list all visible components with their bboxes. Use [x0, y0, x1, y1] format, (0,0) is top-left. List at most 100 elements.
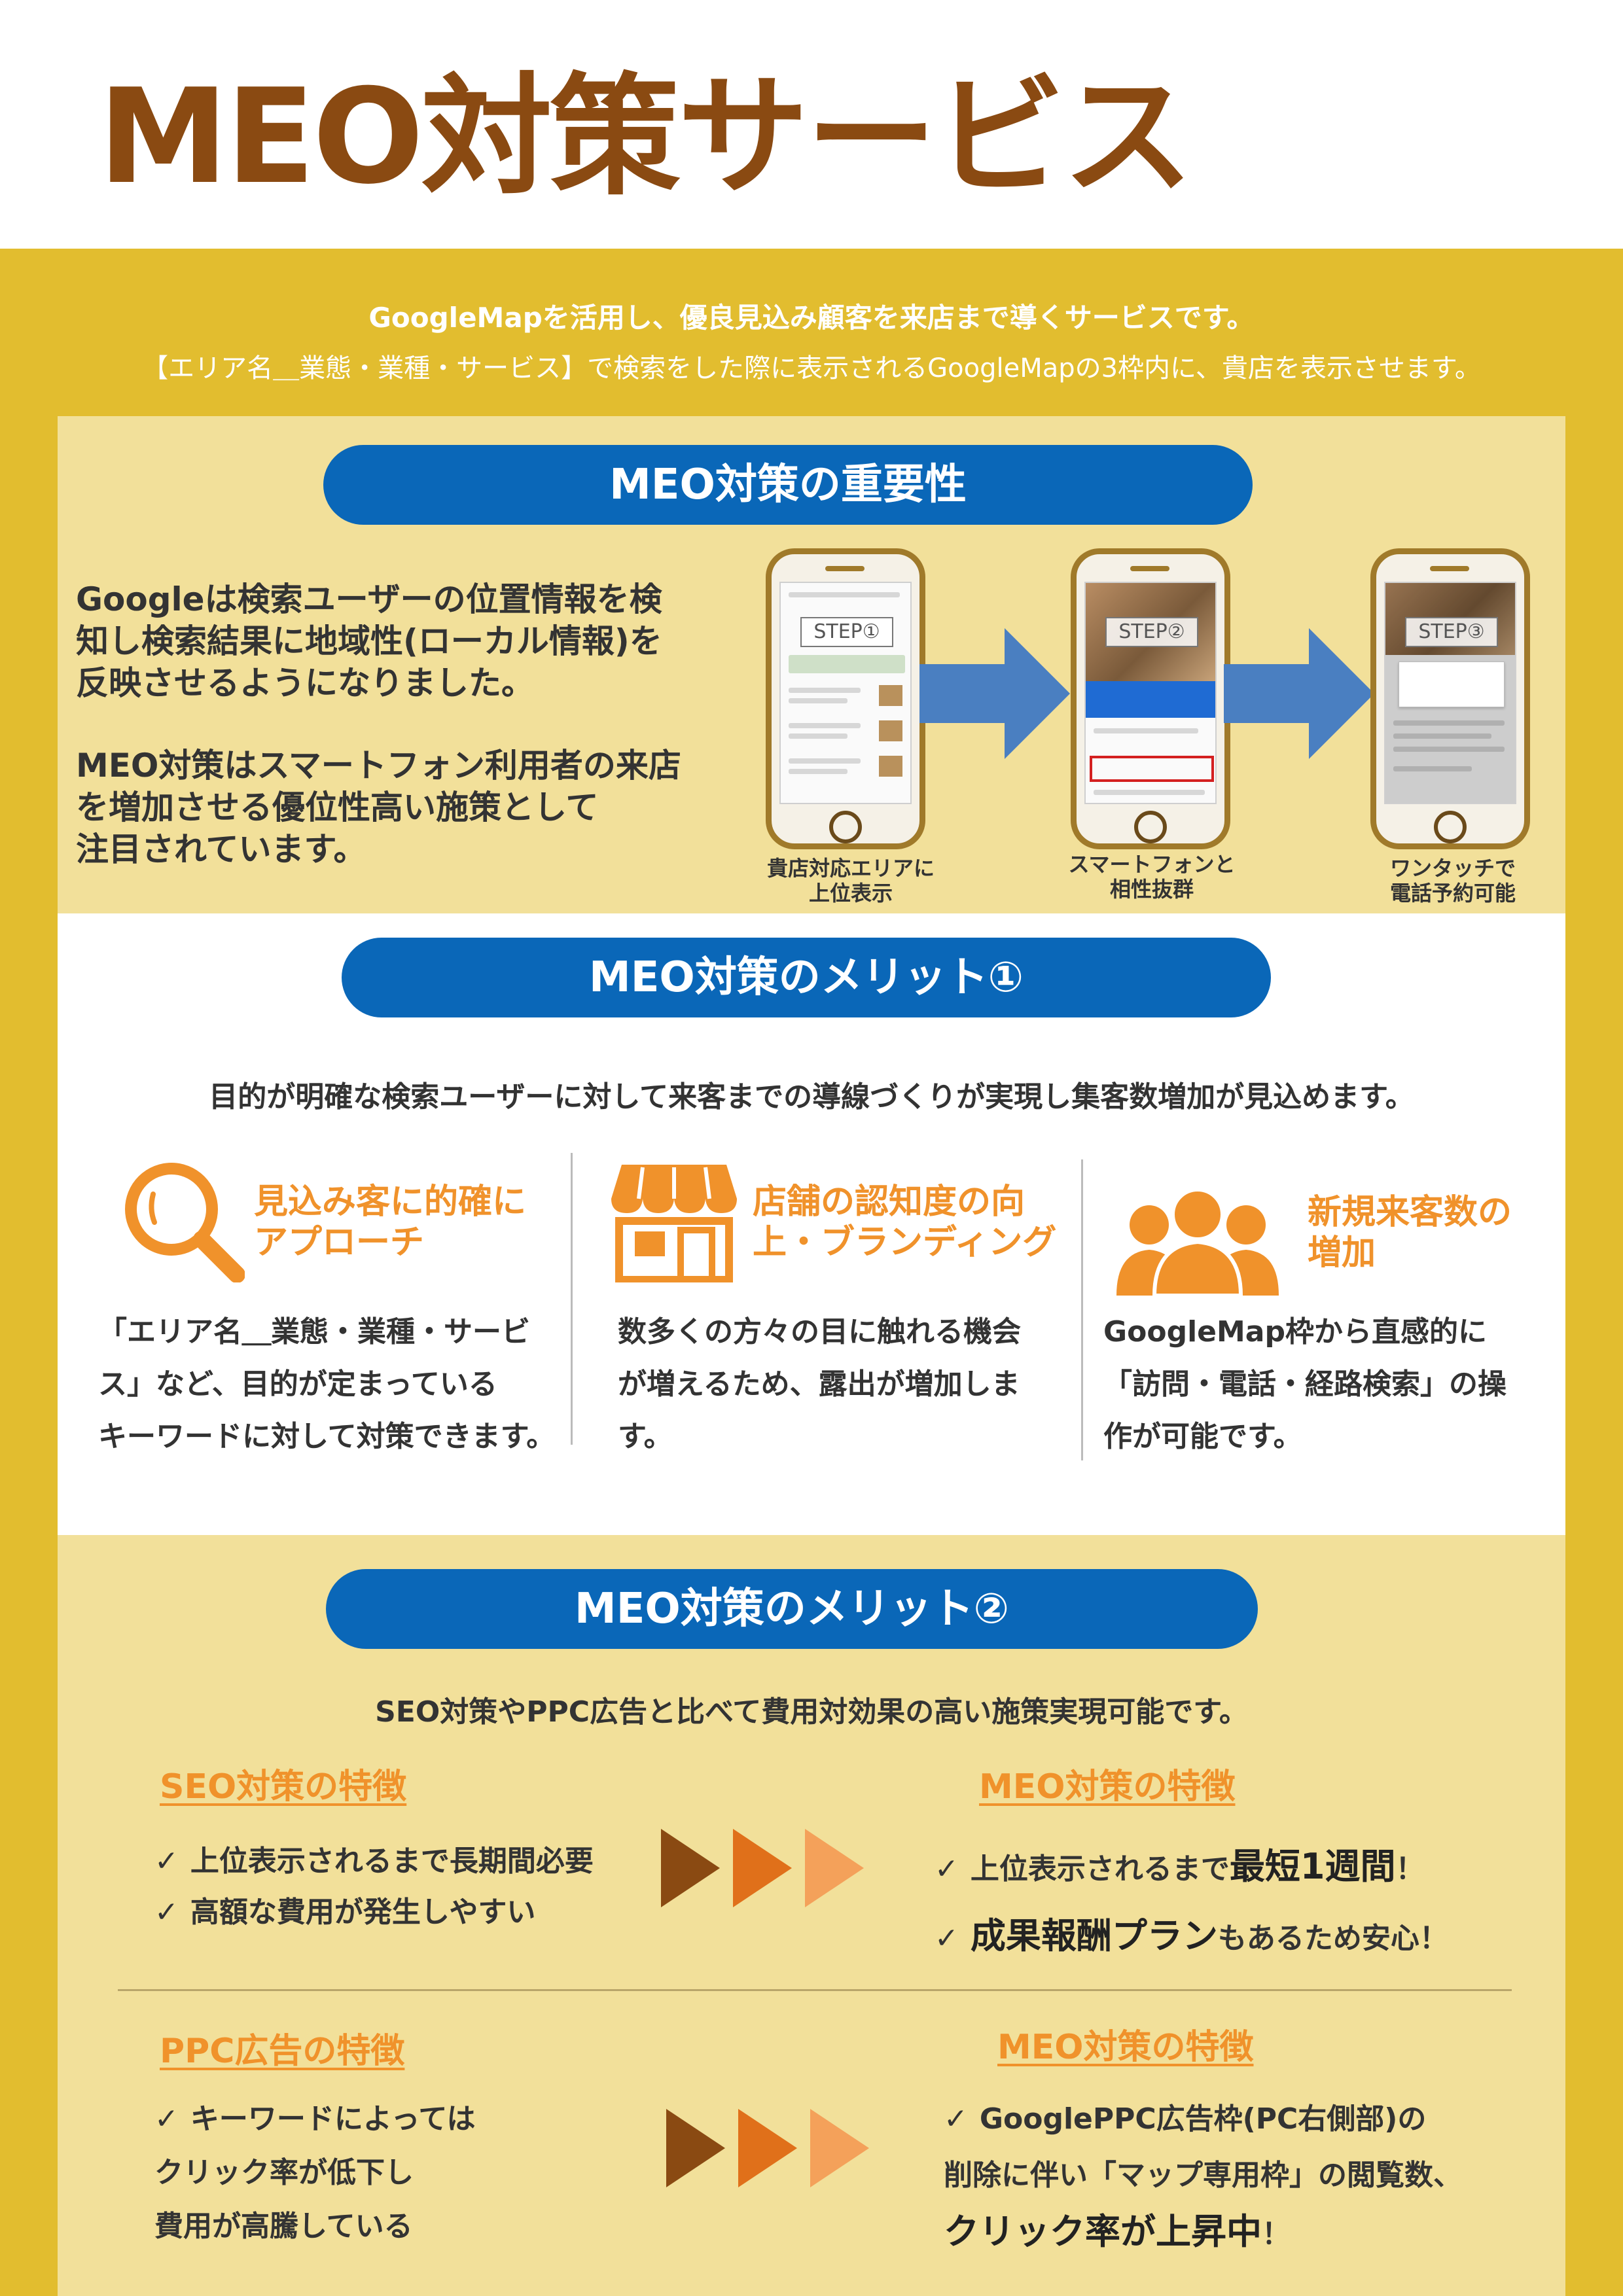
title-line: 増加 [1308, 1233, 1376, 1273]
seo-features-title: SEO対策の特徴 [160, 1767, 407, 1807]
list-item: ✓成果報酬プランもあるため安心！ [935, 1903, 1448, 1972]
phone-step-3: STEP③ [1370, 548, 1530, 849]
merit1-item-1-title: 見込み客に的確に アプローチ [254, 1182, 526, 1263]
step-1-caption: 貴店対応エリアに 上位表示 [746, 856, 955, 906]
title-line: 上・ブランディング [753, 1223, 1057, 1262]
arrow-right-icon [1224, 628, 1374, 759]
phone-screen: STEP② [1084, 582, 1217, 804]
list-item-continuation: クリック率が上昇中！ [944, 2204, 1462, 2263]
body-line: す。 [618, 1420, 673, 1453]
body-line: 「エリア名＿業態・業種・サービ [98, 1315, 530, 1349]
merit1-item-1-body: 「エリア名＿業態・業種・サービ ス」など、目的が定まっている キーワードに対して… [98, 1306, 555, 1463]
list-item-suffix: ！ [1262, 2217, 1291, 2251]
importance-heading: MEO対策の重要性 [323, 445, 1253, 525]
list-item: ✓ 上位表示されるまで長期間必要 [154, 1836, 594, 1887]
list-item-emphasis: 成果報酬プラン [970, 1915, 1218, 1956]
page-title: MEO対策サービス [98, 61, 1194, 213]
list-item-continuation: クリック率が低下し [154, 2156, 414, 2189]
check-icon: ✓ [154, 1845, 179, 1878]
caption-line: 貴店対応エリアに [766, 856, 935, 881]
ppc-features-title: PPC広告の特徴 [160, 2032, 405, 2071]
list-item: ✓ 高額な費用が発生しやすい [154, 1887, 594, 1938]
body-line: 数多くの方々の目に触れる機会 [618, 1315, 1021, 1349]
step-label: STEP③ [1405, 617, 1498, 647]
body-line: ス」など、目的が定まっている [98, 1368, 497, 1401]
phone-step-1: STEP① [766, 548, 925, 849]
importance-paragraph-1-line: 知し検索結果に地域性(ローカル情報)を [76, 622, 662, 660]
phone-earpiece [1430, 566, 1469, 571]
list-item: ✓ 上位表示されるまで最短1週間！ [935, 1833, 1448, 1903]
importance-paragraph-2-line: を増加させる優位性高い施策として [76, 788, 599, 826]
triple-arrow-icon [666, 2109, 869, 2187]
step-label: STEP① [800, 617, 893, 647]
importance-paragraph-1-line: Googleは検索ユーザーの位置情報を検 [76, 580, 662, 618]
list-item-text: キーワードによっては [190, 2102, 476, 2136]
merit1-item-3-title: 新規来客数の 増加 [1308, 1192, 1512, 1273]
list-item-continuation: 費用が高騰している [154, 2210, 413, 2243]
meo-features-title-2: MEO対策の特徴 [997, 2028, 1254, 2067]
title-line: 見込み客に的確に [254, 1182, 527, 1222]
action-bar-highlight [1090, 756, 1214, 782]
call-dialog [1399, 662, 1505, 707]
body-line: が増えるため、露出が増加しま [618, 1368, 1020, 1401]
merit1-item-2-title: 店舗の認知度の向 上・ブランディング [753, 1182, 1056, 1263]
title-line: 店舗の認知度の向 [753, 1182, 1026, 1222]
step-3-caption: ワンタッチで 電話予約可能 [1348, 856, 1558, 906]
list-item-text: 上位表示されるまで [970, 1852, 1230, 1886]
phone-home-button [1434, 811, 1467, 843]
magnifier-icon [125, 1163, 245, 1282]
importance-paragraph-2-line: 注目されています。 [76, 830, 366, 868]
phone-earpiece [825, 566, 865, 571]
column-divider [571, 1153, 573, 1445]
column-divider [1081, 1159, 1083, 1460]
list-item-emphasis: 最短1週間 [1229, 1846, 1396, 1887]
check-icon: ✓ [154, 1896, 179, 1929]
title-line: アプローチ [254, 1223, 425, 1262]
list-item: ✓ GooglePPC広告枠(PC右側部)の [944, 2091, 1462, 2147]
phone-screen: STEP① [779, 582, 912, 804]
caption-line: スマートフォンと [1068, 852, 1236, 877]
body-line: 「訪問・電話・経路検索」の操 [1103, 1368, 1507, 1401]
caption-line: 相性抜群 [1109, 877, 1194, 902]
importance-paragraph-2: MEO対策はスマートフォン利用者の来店 を増加させる優位性高い施策として 注目さ… [76, 745, 730, 870]
list-item-suffix: ！ [1395, 1852, 1425, 1886]
list-item-text: 上位表示されるまで長期間必要 [190, 1845, 594, 1878]
caption-line: 電話予約可能 [1389, 881, 1516, 906]
arrow-right-icon [919, 628, 1070, 759]
ppc-features-list: ✓ キーワードによっては クリック率が低下し 費用が高騰している [154, 2093, 475, 2253]
intro-line-2: 【エリア名＿業態・業種・サービス】で検索をした際に表示されるGoogleMapの… [142, 353, 1481, 383]
section-divider [118, 1989, 1512, 1991]
merit1-lead: 目的が明確な検索ユーザーに対して来客までの導線づくりが実現し集客数増加が見込めま… [209, 1080, 1414, 1114]
store-icon [611, 1165, 737, 1282]
merit1-item-2-body: 数多くの方々の目に触れる機会 が増えるため、露出が増加しま す。 [618, 1306, 1021, 1463]
list-item-continuation: 削除に伴い「マップ専用枠」の閲覧数、 [944, 2159, 1462, 2192]
list-item-text: GooglePPC広告枠(PC右側部)の [979, 2102, 1427, 2136]
merit2-heading: MEO対策のメリット② [326, 1569, 1258, 1649]
step-2-caption: スマートフォンと 相性抜群 [1047, 852, 1257, 902]
check-icon: ✓ [154, 2102, 179, 2136]
list-item-text: 高額な費用が発生しやすい [190, 1896, 536, 1929]
phone-step-2: STEP② [1071, 548, 1230, 849]
importance-paragraph-1: Googleは検索ユーザーの位置情報を検 知し検索結果に地域性(ローカル情報)を… [76, 578, 730, 704]
merit1-heading: MEO対策のメリット① [342, 938, 1271, 1017]
title-line: 新規来客数の [1308, 1193, 1512, 1232]
merit2-lead: SEO対策やPPC広告と比べて費用対効果の高い施策実現可能です。 [375, 1695, 1248, 1729]
phone-home-button [1134, 811, 1167, 843]
phone-screen: STEP③ [1384, 582, 1516, 804]
importance-paragraph-2-line: MEO対策はスマートフォン利用者の来店 [76, 747, 681, 785]
body-line: 作が可能です。 [1103, 1420, 1302, 1453]
importance-paragraph-1-line: 反映させるようになりました。 [76, 664, 534, 702]
list-item-text: もあるため安心！ [1217, 1922, 1448, 1955]
triple-arrow-icon [661, 1829, 864, 1907]
body-line: GoogleMap枠から直感的に [1103, 1315, 1487, 1349]
list-item-emphasis: クリック率が上昇中 [944, 2211, 1262, 2252]
merit1-item-3-body: GoogleMap枠から直感的に 「訪問・電話・経路検索」の操 作が可能です。 [1103, 1306, 1507, 1463]
seo-features-list: ✓ 上位表示されるまで長期間必要 ✓ 高額な費用が発生しやすい [154, 1836, 594, 1938]
meo-features-list-1: ✓ 上位表示されるまで最短1週間！ ✓成果報酬プランもあるため安心！ [935, 1833, 1448, 1972]
phone-home-button [829, 811, 862, 843]
meo-features-list-2: ✓ GooglePPC広告枠(PC右側部)の 削除に伴い「マップ専用枠」の閲覧数、… [944, 2091, 1462, 2263]
meo-features-title-1: MEO対策の特徴 [979, 1767, 1236, 1807]
check-icon: ✓ [935, 1852, 959, 1886]
check-icon: ✓ [944, 2102, 968, 2136]
phone-earpiece [1130, 566, 1169, 571]
